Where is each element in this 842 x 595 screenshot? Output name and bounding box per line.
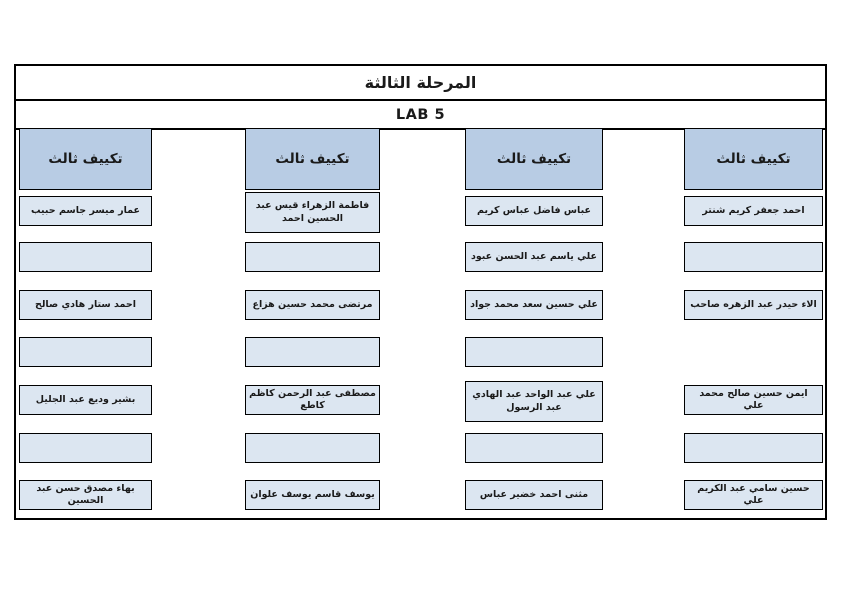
student-name-cell: علي حسين سعد محمد جواد <box>465 290 603 320</box>
student-name-cell: ايمن حسين صالح محمد علي <box>684 385 823 415</box>
student-name-cell: مثنى احمد خضير عباس <box>465 480 603 510</box>
student-name-cell: مرتضى محمد حسين هزاع <box>245 290 380 320</box>
group-header-rightmost: تكييف ثالث <box>684 128 823 190</box>
empty-seat-cell <box>684 242 823 272</box>
empty-seat-cell <box>245 433 380 463</box>
student-name-cell: عباس فاضل عباس كريم <box>465 196 603 226</box>
empty-seat-cell <box>245 337 380 367</box>
student-name-cell: حسين سامي عبد الكريم علي <box>684 480 823 510</box>
lab-title: LAB 5 <box>16 101 825 130</box>
student-name-cell: يوسف قاسم يوسف علوان <box>245 480 380 510</box>
group-header-leftmost: تكييف ثالث <box>19 128 152 190</box>
empty-seat-cell <box>465 337 603 367</box>
empty-seat-cell <box>245 242 380 272</box>
student-name-cell: بشير وديع عبد الجليل <box>19 385 152 415</box>
student-name-cell: احمد جعفر كريم شنتر <box>684 196 823 226</box>
group-header-center-right: تكييف ثالث <box>465 128 603 190</box>
student-name-cell: احمد ستار هادي صالح <box>19 290 152 320</box>
empty-seat-cell <box>19 433 152 463</box>
empty-seat-cell <box>465 433 603 463</box>
stage-title: المرحلة الثالثة <box>16 66 825 101</box>
group-header-center-left: تكييف ثالث <box>245 128 380 190</box>
student-name-cell: بهاء مصدق حسن عبد الحسين <box>19 480 152 510</box>
schedule-table-frame: المرحلة الثالثة LAB 5 <box>14 64 827 520</box>
student-name-cell: عمار ميسر جاسم حبيب <box>19 196 152 226</box>
student-name-cell: الاء حيدر عبد الزهره صاحب <box>684 290 823 320</box>
student-name-cell: علي عبد الواحد عبد الهادي عبد الرسول <box>465 381 603 422</box>
student-name-cell: فاطمة الزهراء قيس عبد الحسين احمد <box>245 192 380 233</box>
empty-seat-cell <box>684 433 823 463</box>
student-name-cell: مصطفى عبد الرحمن كاظم كاطع <box>245 385 380 415</box>
empty-seat-cell <box>19 242 152 272</box>
student-name-cell: علي ياسم عبد الحسن عبود <box>465 242 603 272</box>
empty-seat-cell <box>19 337 152 367</box>
